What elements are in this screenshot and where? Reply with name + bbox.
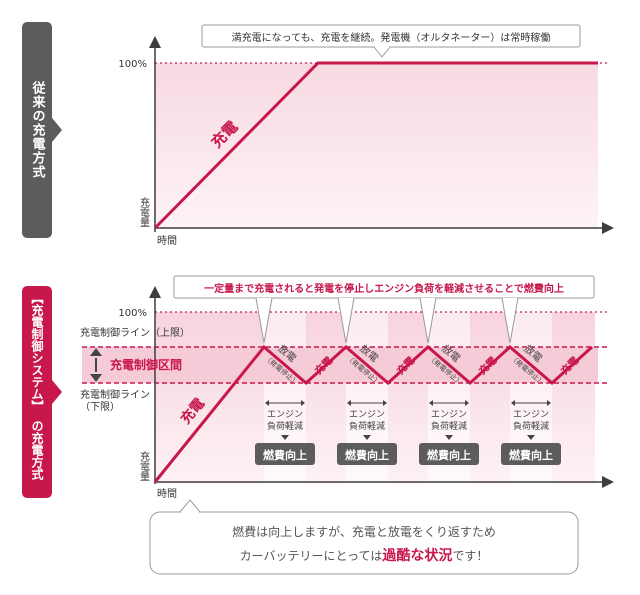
bracket-right-arrow-icon-2: [383, 400, 387, 406]
bracket-right-arrow-icon-4: [547, 400, 551, 406]
lower-limit-label-1: 充電制御ライン: [80, 388, 150, 401]
engine-label-a-4: エンジン: [513, 410, 549, 420]
section1-title: 従来の充電方式: [30, 80, 47, 179]
engine-label-b-1: 負荷軽減: [267, 420, 303, 432]
lower-limit-label-2: （下限）: [80, 401, 120, 413]
bottom-note-line1: 燃費は向上しますが、充電と放電をくり返すため: [232, 524, 496, 539]
chart1-x-label: 時間: [157, 235, 177, 247]
range-label: 充電制御区間: [110, 357, 182, 372]
engine-label-b-4: 負荷軽減: [513, 420, 549, 432]
fuel-badge-2: [337, 443, 397, 465]
bracket-left-arrow-icon-1: [265, 400, 269, 406]
bottom-note: 燃費は向上しますが、充電と放電をくり返すため カーバッテリーにとっては過酷な状況…: [149, 499, 579, 575]
upper-limit-label: 充電制御ライン（上限）: [80, 326, 190, 339]
down-arrow-icon-3: [445, 435, 453, 440]
chart1-charge-line: [153, 61, 598, 230]
bottom-note-box: [149, 511, 579, 575]
chart1-note-pointer: [373, 46, 391, 58]
chart2-note-box: [173, 275, 595, 299]
down-arrow-icon-1: [281, 435, 289, 440]
range-arrow-down-icon: [90, 374, 102, 382]
engine-label-b-3: 負荷軽減: [431, 420, 467, 432]
bottom-note-pointer: [179, 499, 201, 513]
section-conventional: 従来の充電方式 100% 充電量 時間 充電 満充電になっても、充電を継続。発電…: [22, 22, 614, 247]
bracket-left-arrow-icon-3: [429, 400, 433, 406]
engine-label-a-2: エンジン: [349, 410, 385, 420]
bracket-right-arrow-icon-1: [301, 400, 305, 406]
harsh-condition-text: 過酷な状況: [381, 547, 452, 564]
fuel-badge-4: [501, 443, 561, 465]
bracket-right-arrow-icon-3: [465, 400, 469, 406]
chart2-note: 一定量まで充電されると発電を停止しエンジン負荷を軽減させることで燃費向上: [204, 282, 564, 295]
engine-label-a-3: エンジン: [431, 410, 467, 420]
chart2-x-label: 時間: [157, 488, 177, 500]
section2-title-part1: 【充電制御システム】: [30, 292, 44, 412]
fuel-badge-label-3: 燃費向上: [426, 448, 471, 462]
fuel-badge-label-2: 燃費向上: [344, 448, 389, 462]
engine-label-a-1: エンジン: [267, 410, 303, 420]
down-arrow-icon-2: [363, 435, 371, 440]
engine-label-b-2: 負荷軽減: [349, 420, 385, 432]
section-control-system: 【充電制御システム】 の充電方式 100% 充電制御ライン（上限） 充電制御ライ…: [22, 275, 614, 500]
chart2-y-label: 充電量: [138, 450, 150, 481]
chart1-y-tick: 100%: [118, 59, 147, 70]
fuel-badge-3: [419, 443, 479, 465]
bracket-left-arrow-icon-4: [511, 400, 515, 406]
chart1-y-label: 充電量: [138, 196, 150, 227]
bottom-note-line2: カーバッテリーにとっては過酷な状況です！: [240, 547, 489, 564]
chart1-note-box: [201, 24, 581, 48]
section1-title-tab: [22, 22, 62, 238]
fuel-badge-1: [255, 443, 315, 465]
bracket-left-arrow-icon-2: [347, 400, 351, 406]
chart1-note: 満充電になっても、充電を継続。発電機（オルタネーター）は常時稼働: [232, 31, 551, 44]
chart2-sawtooth-line: [153, 344, 594, 483]
section2-title-tab: [22, 286, 62, 498]
down-arrow-icon-4: [527, 435, 535, 440]
range-arrow-up-icon: [90, 348, 102, 356]
chart1-fill: [155, 63, 598, 228]
section2-title-part2: の充電方式: [30, 420, 44, 481]
chart2-y-tick: 100%: [118, 308, 147, 319]
fuel-badge-label-1: 燃費向上: [262, 448, 307, 462]
fuel-badge-label-4: 燃費向上: [508, 448, 553, 462]
